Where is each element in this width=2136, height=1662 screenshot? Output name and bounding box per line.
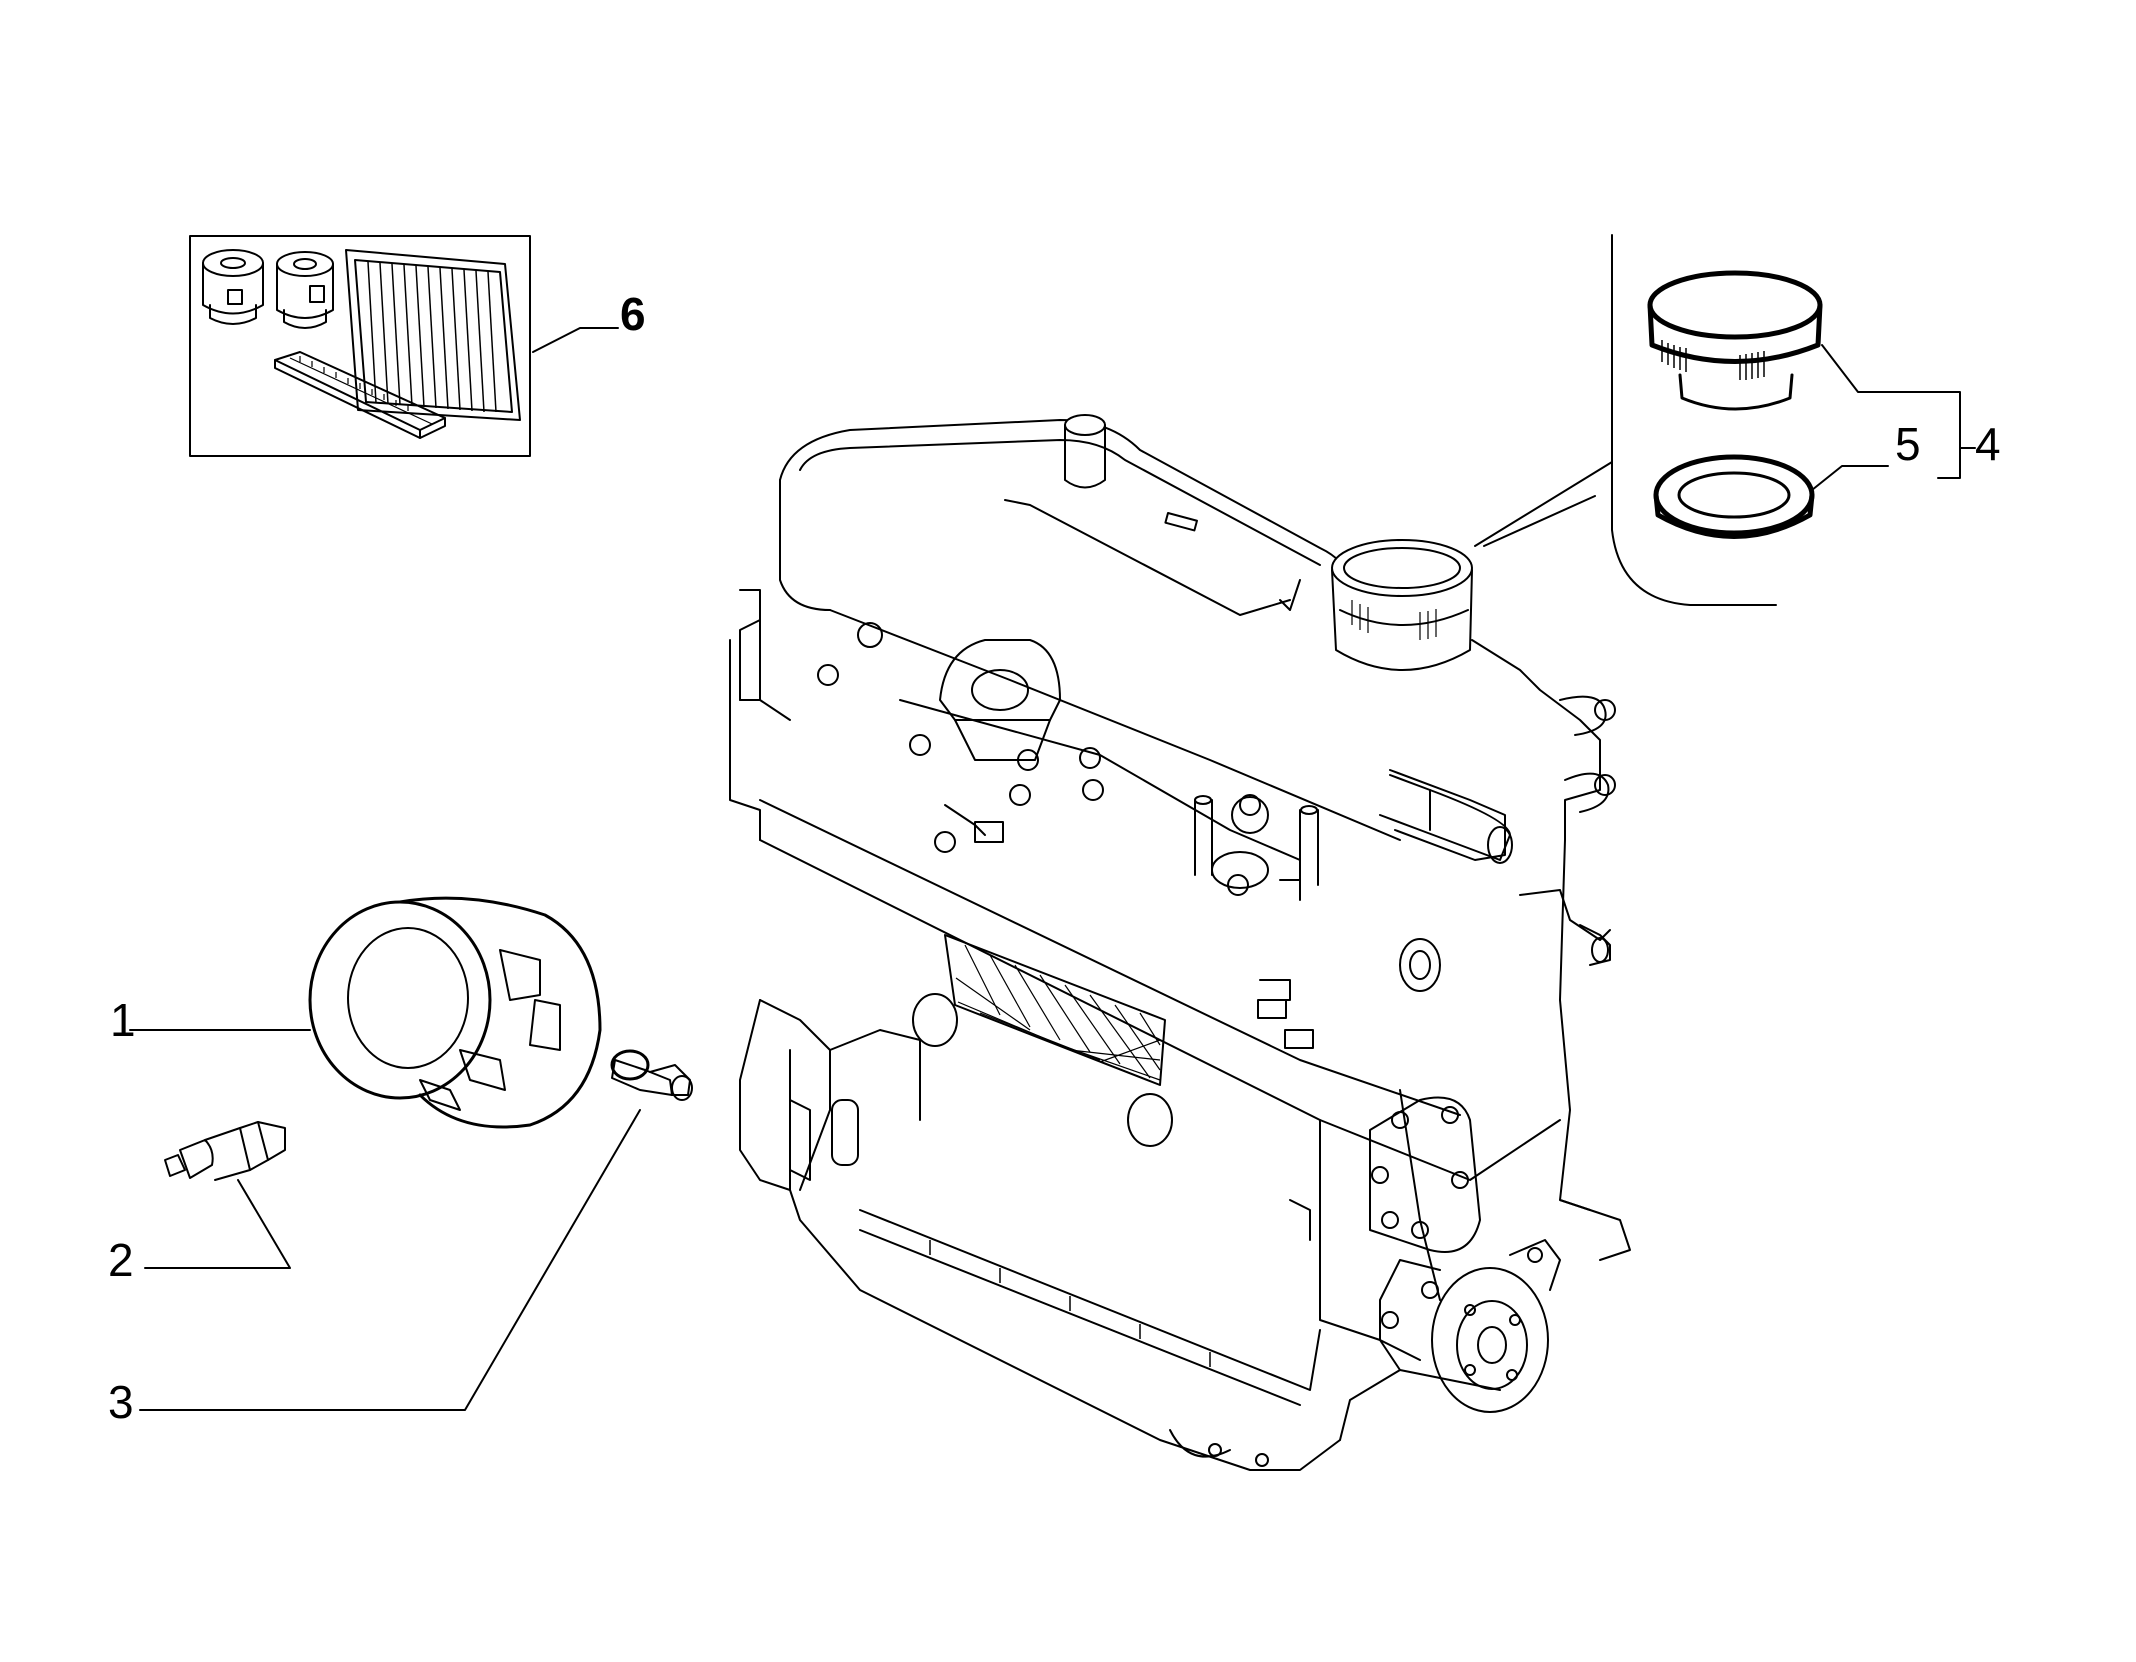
thermostat-housing [939,639,1061,843]
leader-5 [1811,465,1889,491]
callout-3: 3 [108,1376,134,1428]
kit-oil-filter-b [276,251,334,329]
studs [1194,795,1319,889]
leader-6 [532,327,619,353]
filter-kit-inset [189,235,619,457]
oil-pressure-sender-part [164,1121,286,1181]
leader-2 [144,1179,291,1269]
callout-5: 5 [1895,418,1921,470]
callout-4: 4 [1975,418,2001,470]
cap-seal-ring-part [1653,454,1815,539]
hose-outlet [1379,774,1513,864]
drain-plug-part [610,1049,693,1101]
oil-filler-cap-part [1647,270,1823,411]
kit-air-filter [345,249,521,421]
head-bolts [817,622,1269,896]
water-pump-flange [1369,1096,1481,1253]
crank-pulley [1379,1239,1561,1413]
engine-oil-cap [1331,539,1473,671]
leader-4 [1821,344,1961,479]
kit-oil-filter-a [202,249,264,325]
callout-6: 6 [620,288,646,340]
breather-tube [1064,414,1106,489]
oil-filter-part [308,896,602,1129]
callout-1: 1 [110,994,136,1046]
leader-3 [139,1109,641,1411]
kit-cabin-filter [274,351,446,439]
engine-mount-bracket [789,1029,921,1191]
block-mesh-panel [912,934,1173,1147]
engine-block [729,414,1631,1471]
callout-numbers: 1 2 3 4 5 6 [108,288,2001,1428]
oil-cap-inset [1474,234,1976,606]
callout-2: 2 [108,1234,134,1286]
